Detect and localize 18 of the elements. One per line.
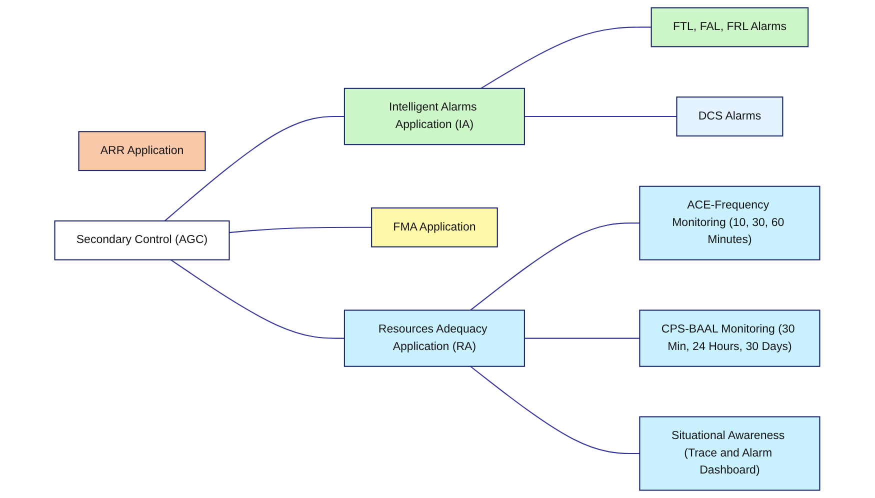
node-box: Resources Adequacy Application (RA) (344, 310, 526, 367)
connector (524, 116, 677, 118)
node-box: Situational Awareness (Trace and Alarm Dashboard) (639, 416, 820, 491)
connector (164, 116, 345, 222)
connector (470, 366, 640, 454)
node-box: FMA Application (371, 207, 498, 248)
connector (524, 338, 640, 339)
node-box: DCS Alarms (676, 96, 784, 136)
node-box: Secondary Control (AGC) (54, 220, 230, 260)
node-box: FTL, FAL, FRL Alarms (651, 7, 809, 48)
connector (229, 226, 372, 234)
connector (470, 222, 640, 311)
node-box: Intelligent Alarms Application (IA) (344, 88, 526, 146)
connector (170, 259, 345, 339)
node-box: ACE-Frequency Monitoring (10, 30, 60 Minutes) (639, 186, 820, 260)
node-box: CPS-BAAL Monitoring (30 Min, 24 Hours, 30 Days) (639, 310, 820, 367)
node-box: ARR Application (78, 131, 206, 172)
connector (480, 26, 652, 89)
